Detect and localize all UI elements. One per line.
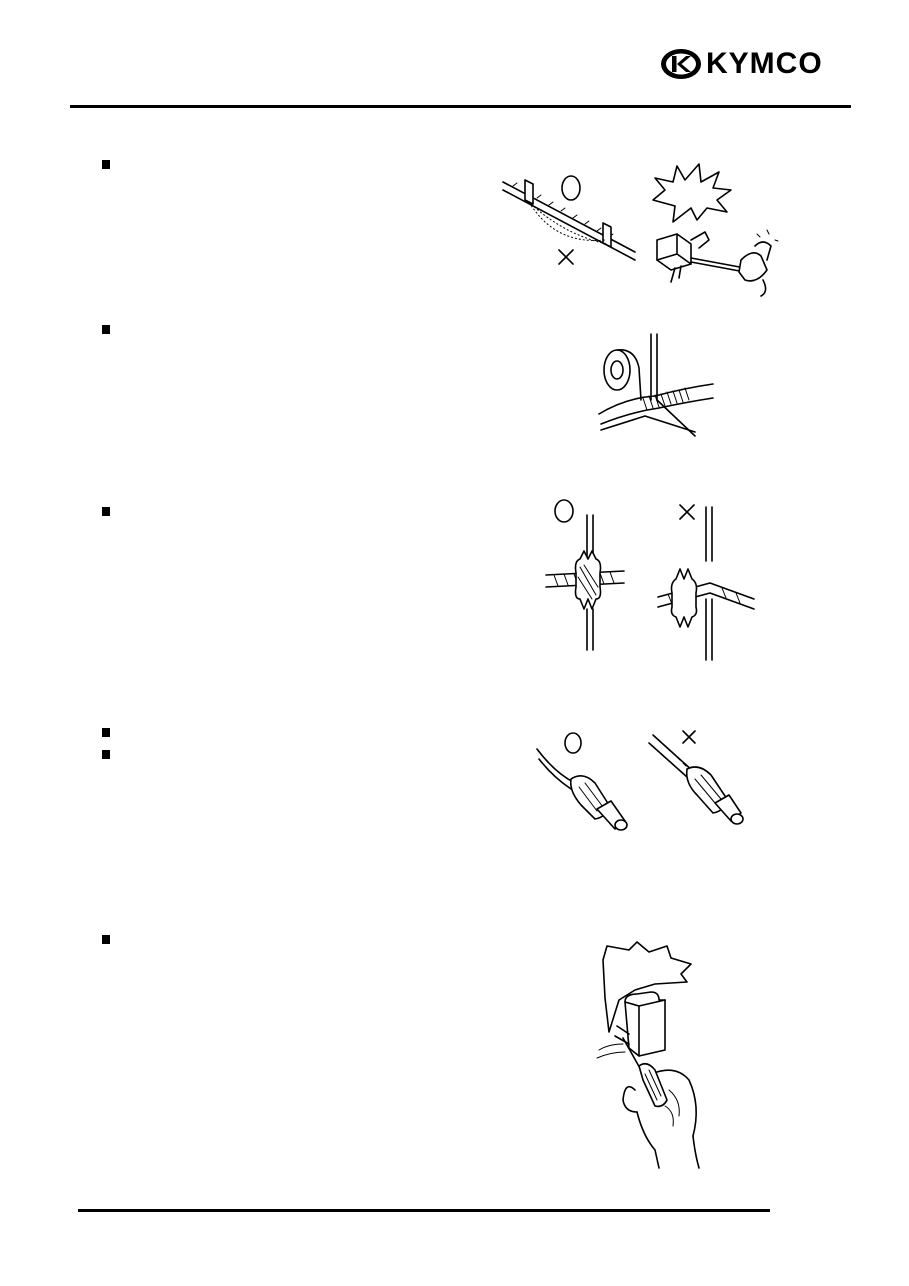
screwdriver-connector-illustration xyxy=(596,941,700,1169)
grommet-illustration xyxy=(545,499,755,661)
incorrect-cross-icon xyxy=(679,504,695,520)
kymco-logo xyxy=(661,49,701,79)
footer-rule xyxy=(78,1209,770,1212)
incorrect-cross-icon xyxy=(558,249,574,265)
tape-wrap-illustration xyxy=(598,333,714,437)
brand-wordmark: KYMCO xyxy=(706,47,823,80)
bullet-marker xyxy=(102,728,110,737)
incorrect-cross-icon xyxy=(682,730,696,744)
bullet-marker xyxy=(102,507,110,516)
correct-circle-icon xyxy=(561,175,581,201)
bullet-marker xyxy=(102,935,110,944)
connector-boot-illustration xyxy=(536,730,744,831)
bullet-marker xyxy=(102,750,110,759)
correct-circle-icon xyxy=(564,732,582,754)
harness-clamp-illustration xyxy=(502,163,779,297)
header-rule xyxy=(70,105,851,108)
kymco-emblem-icon xyxy=(661,49,701,79)
bullet-marker xyxy=(102,325,110,334)
bullet-marker xyxy=(102,160,110,169)
correct-circle-icon xyxy=(554,499,574,523)
